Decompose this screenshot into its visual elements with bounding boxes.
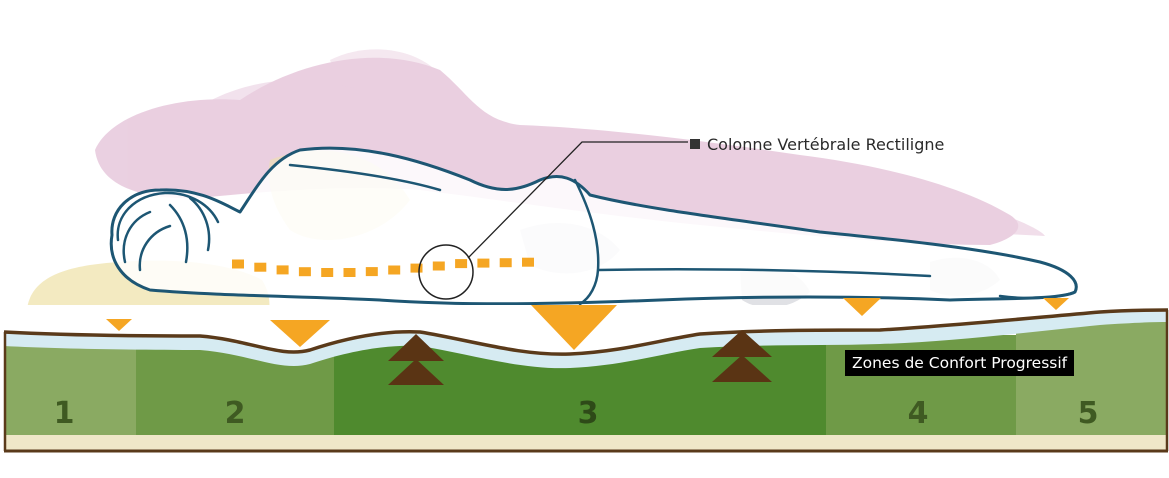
head-hair: [116, 191, 220, 272]
spine-dots: [232, 257, 534, 277]
spine-callout-pointer: [418, 141, 688, 300]
zone-1-number: 1: [53, 396, 75, 431]
mattress: [0, 305, 1169, 453]
spine-dot: [432, 261, 445, 271]
pressure-arrow-feet: [1043, 298, 1069, 310]
support-arrows: [388, 330, 772, 385]
support-arrow-leg-top: [712, 330, 772, 357]
support-arrow-waist-bottom: [388, 359, 444, 385]
support-arrow-leg-bottom: [712, 355, 772, 382]
zone-2-number: 2: [224, 396, 246, 431]
comfort-zones-label: Zones de Confort Progressif: [845, 350, 1075, 376]
mattress-top-edge: [3, 308, 1169, 356]
spine-dot: [254, 262, 267, 272]
motion-blur-silhouette: [95, 49, 1045, 246]
pressure-arrow-shoulder: [270, 320, 330, 347]
spine-callout-text: Colonne Vertébrale Rectiligne: [707, 134, 945, 154]
spine-dot: [499, 258, 512, 268]
spine-dot: [388, 265, 401, 275]
pressure-arrows: [106, 298, 1069, 350]
zone-1-block: [4, 335, 136, 435]
spine-dot: [522, 257, 534, 267]
spine-callout-label: Colonne Vertébrale Rectiligne: [690, 133, 944, 155]
spine-dot: [365, 267, 378, 277]
zone-3-number: 3: [577, 396, 599, 431]
spine-dot: [410, 263, 423, 273]
pressure-arrow-hip: [531, 305, 617, 350]
support-arrow-waist-top: [388, 334, 444, 361]
spine-dot: [298, 267, 311, 277]
spine-dot: [321, 268, 334, 277]
spine-dot: [232, 259, 244, 269]
pressure-arrow-head: [106, 319, 132, 331]
spine-dot: [477, 258, 490, 268]
zone-5-number: 5: [1077, 396, 1099, 431]
mattress-base: [4, 434, 1168, 450]
spine-dot: [455, 259, 468, 269]
limb-contours: [288, 163, 1077, 306]
pressure-arrow-knee: [843, 298, 881, 316]
zone-4-number: 4: [907, 396, 929, 431]
bullet-square-icon: [690, 139, 700, 149]
spine-dot: [343, 268, 356, 277]
spine-callout-line: [467, 141, 688, 259]
spine-callout-circle: [418, 244, 474, 300]
spine-dot: [276, 265, 289, 275]
